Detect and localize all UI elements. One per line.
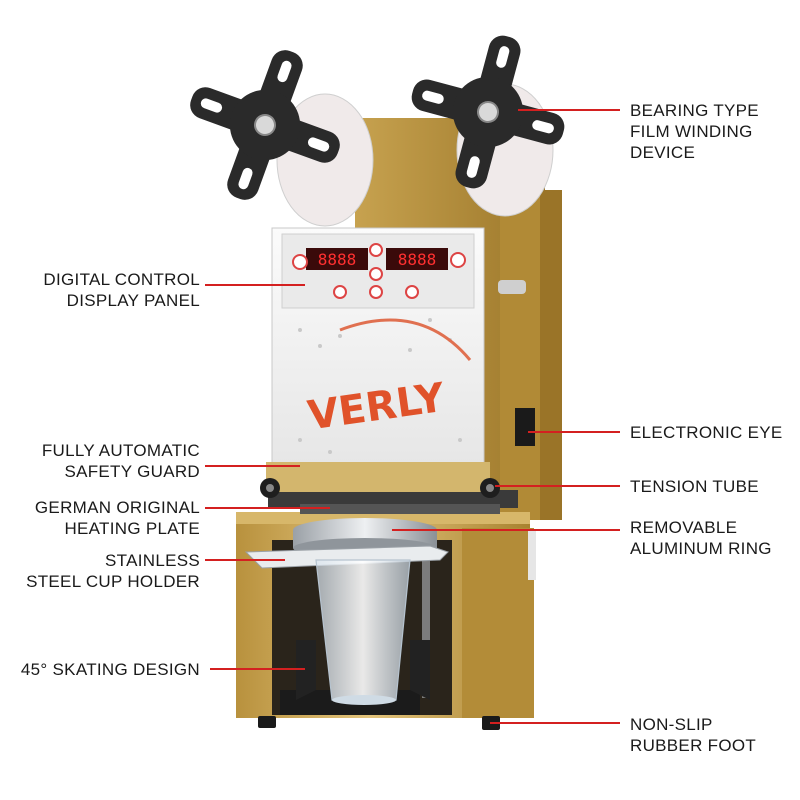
callout-line: FULLY AUTOMATIC: [41, 441, 200, 460]
cup-holder: [244, 545, 449, 569]
callout-line: RUBBER FOOT: [630, 736, 757, 755]
callout-line: BEARING TYPE: [630, 101, 759, 120]
callout-line: ALUMINUM RING: [630, 539, 772, 558]
callout-display-panel: DIGITAL CONTROL DISPLAY PANEL: [43, 269, 200, 311]
callout-line: TENSION TUBE: [630, 477, 759, 496]
front-panel: 8888 8888 VERLY: [266, 227, 490, 492]
callout-line: NON-SLIP: [630, 715, 713, 734]
callout-line: STEEL CUP HOLDER: [26, 572, 200, 591]
wheel-icon[interactable]: [165, 16, 584, 225]
callout-rubber-foot: NON-SLIP RUBBER FOOT: [630, 714, 756, 756]
electronic-eye: [498, 280, 535, 446]
callout-line: STAINLESS: [105, 551, 200, 570]
wheel-icon[interactable]: [165, 25, 365, 225]
callout-line: DISPLAY PANEL: [66, 291, 200, 310]
callout-heating-plate: GERMAN ORIGINAL HEATING PLATE: [35, 497, 200, 539]
callout-line: DIGITAL CONTROL: [43, 270, 200, 289]
callout-cup-holder: STAINLESS STEEL CUP HOLDER: [26, 550, 200, 592]
callout-electronic-eye: ELECTRONIC EYE: [630, 422, 783, 443]
leader-lines: [205, 109, 620, 724]
callout-line: ELECTRONIC EYE: [630, 423, 783, 442]
callout-line: SAFETY GUARD: [64, 462, 200, 481]
tension-rollers: [260, 478, 500, 498]
callout-line: FILM WINDING: [630, 122, 753, 141]
callout-line: REMOVABLE: [630, 518, 738, 537]
callout-line: DEVICE: [630, 143, 696, 162]
callout-line: GERMAN ORIGINAL: [34, 498, 200, 517]
callout-line: HEATING PLATE: [64, 519, 200, 538]
display-right-readout: 8888: [398, 250, 437, 269]
callout-aluminum-ring: REMOVABLE ALUMINUM RING: [630, 517, 772, 559]
skating-guide: [296, 640, 430, 700]
rubber-feet: [258, 716, 500, 730]
display-left-readout: 8888: [318, 250, 357, 269]
callout-tension-tube: TENSION TUBE: [630, 476, 759, 497]
callout-safety-guard: FULLY AUTOMATIC SAFETY GUARD: [42, 440, 200, 482]
heating-plate: [268, 490, 518, 514]
callout-line: 45° SKATING DESIGN: [20, 660, 200, 679]
callout-skating-design: 45° SKATING DESIGN: [21, 659, 200, 680]
control-button-icon[interactable]: [292, 243, 466, 299]
callout-film-winding: BEARING TYPE FILM WINDING DEVICE: [630, 100, 759, 163]
cup-icon: [315, 559, 411, 705]
wheel-icon[interactable]: [392, 16, 583, 207]
